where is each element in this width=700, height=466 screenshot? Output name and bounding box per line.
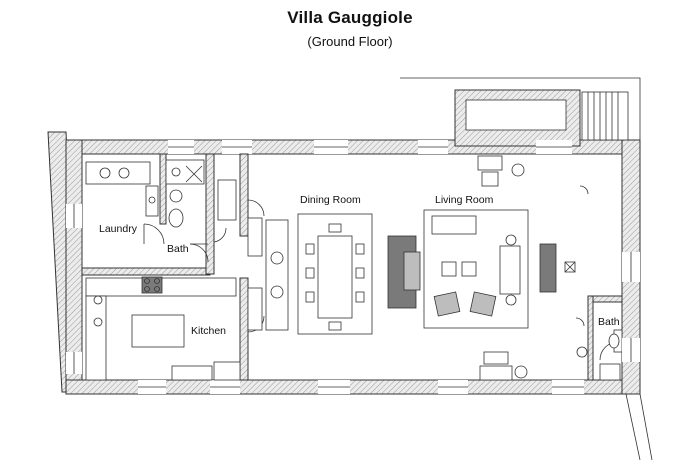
room-label-living-room: Living Room: [435, 194, 494, 206]
terrace-outline: [400, 77, 641, 150]
living-console: [539, 243, 557, 293]
dining-table: [317, 235, 353, 319]
side-windows: [66, 204, 640, 374]
fireplace: [387, 235, 421, 309]
room-label-bath: Bath: [167, 243, 189, 255]
bath-fixtures: [165, 159, 205, 228]
room-label-kitchen: Kitchen: [191, 325, 226, 337]
misc-furniture: [477, 155, 589, 381]
top-windows: [168, 140, 572, 154]
exterior-edge: [625, 393, 641, 461]
interior-walls: [81, 153, 623, 381]
right-bath-fixtures: [576, 329, 623, 381]
sofa-right: [499, 245, 521, 295]
kitchen-island: [131, 314, 185, 348]
plan-title: Villa Gauggiole: [287, 8, 413, 27]
dining-furniture: [297, 213, 373, 335]
room-label-dining-room: Dining Room: [300, 194, 361, 206]
staircase: [581, 91, 629, 141]
annex-opening: [465, 99, 567, 131]
laundry-fixtures: [85, 161, 159, 217]
plan-subtitle: (Ground Floor): [307, 34, 393, 49]
room-label-bath-right: Bath: [598, 316, 620, 328]
room-label-laundry: Laundry: [99, 223, 138, 235]
kitchen-fixtures: [85, 276, 241, 381]
corridor-cabinets: [217, 179, 289, 331]
sofa-top: [431, 215, 477, 235]
bottom-windows: [138, 380, 584, 394]
living-furniture: [423, 209, 576, 329]
